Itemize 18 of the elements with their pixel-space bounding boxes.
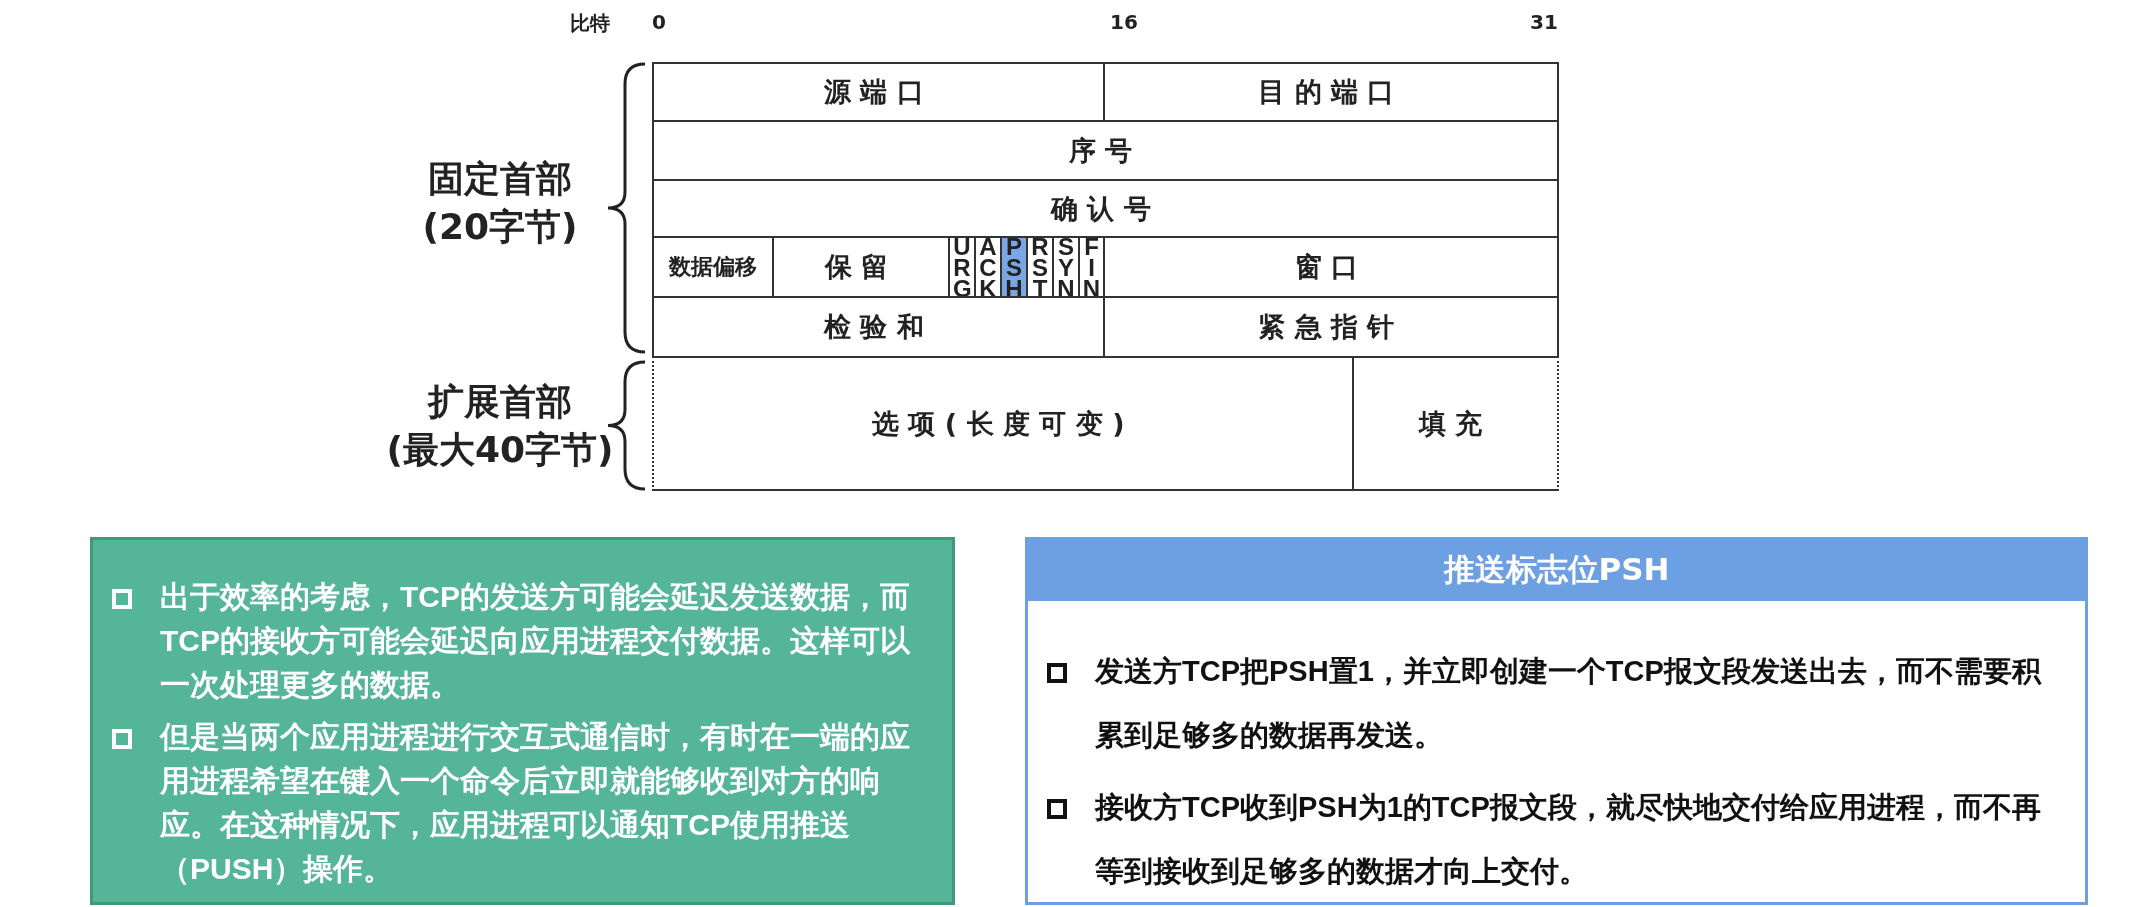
header-field-cell: 目的端口 [1103,62,1559,122]
card-header: 推送标志位PSH [1025,537,2088,601]
bit-number: 0 [652,10,666,34]
header-field-cell: 源端口 [652,62,1105,122]
header-field-cell: 确认号 [652,179,1559,238]
section-label: (20字节) [422,205,578,249]
header-field-cell: 序号 [652,120,1559,181]
bullet-paragraph: 出于效率的考虑，TCP的发送方可能会延迟发送数据，而TCP的接收方可能会延迟向应用进程交付数据。这样可以一次处理更多的数据。 [160,579,912,703]
bit-number: 16 [1110,10,1138,34]
bullet-paragraph: 发送方TCP把PSH置1，并立即创建一个TCP报文段发送出去，而不需要积累到足够多的数据再发送。 [1095,654,2043,753]
section-label: (最大40字节) [386,428,614,472]
section-label: 扩展首部 [428,380,572,424]
section-label: 固定首部 [428,157,572,201]
bit-axis-label: 比特 [570,10,610,37]
bullet-paragraph: 但是当两个应用进程进行交互式通信时，有时在一端的应用进程希望在键入一个命令后立即就能够收到对方的响应。在这种情况下，应用进程可以通知TCP使用推送（PUSH）操作。 [160,719,911,887]
bit-number: 31 [1530,10,1558,34]
bullet-paragraph: 接收方TCP收到PSH为1的TCP报文段，就尽快地交付给应用进程，而不再等到接收到足够多的数据才向上交付。 [1095,790,2042,889]
flag-bit-cell: PSH [1000,236,1028,298]
